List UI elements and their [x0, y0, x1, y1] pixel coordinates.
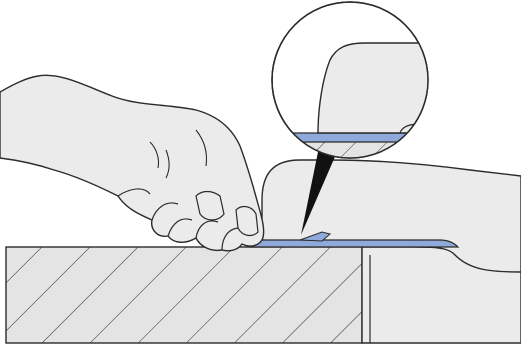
- hand-icon: [0, 75, 264, 250]
- adhesive-strip: [250, 240, 458, 247]
- base-slab: [6, 247, 362, 343]
- magnifier-circle: [260, 2, 440, 176]
